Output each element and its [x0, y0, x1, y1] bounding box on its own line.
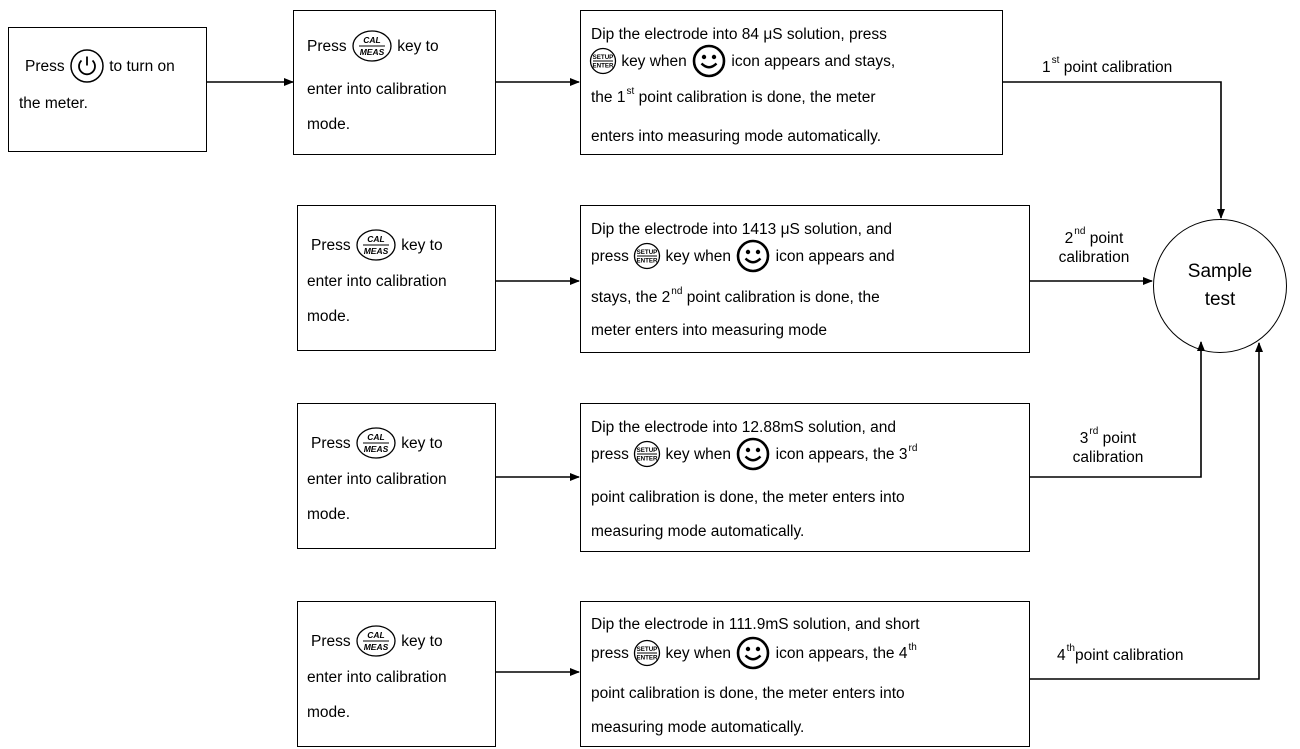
step4-icon-appears-text: icon appears, the 4th	[775, 642, 917, 663]
step2-box: Dip the electrode into 1413 μS solution,…	[580, 205, 1030, 353]
svg-text:CAL: CAL	[363, 35, 380, 45]
cal-press-text: Press	[311, 633, 351, 651]
cal-meas-key-icon: CAL MEAS	[355, 229, 397, 261]
arrow-step1-to-result	[1002, 81, 1225, 219]
setup-enter-key-icon: SETUP ENTER	[589, 48, 617, 75]
svg-text:SETUP: SETUP	[637, 249, 658, 256]
step3-line4: measuring mode automatically.	[591, 523, 805, 540]
cal-mode-box-3: Press CAL MEAS key to enter into calibra…	[297, 403, 496, 549]
step2-done-text: point calibration is done, the	[686, 289, 880, 306]
step1-key-when-text: key when	[621, 53, 687, 71]
smiley-icon	[735, 239, 771, 273]
sample-test-node: Sample test	[1153, 219, 1287, 353]
cal-key-to-text: key to	[401, 633, 443, 651]
cal-key-to-text: key to	[397, 38, 439, 56]
smiley-icon	[735, 636, 771, 670]
power-on-step-box: Press to turn on the meter.	[8, 27, 207, 152]
step3-key-when-text: key when	[665, 446, 732, 464]
cal-press-text: Press	[311, 237, 351, 255]
step1-done-text: point calibration is done, the meter	[638, 89, 876, 106]
cal-enter-text: enter into calibration	[307, 81, 447, 98]
step4-calibration-label: 4thpoint calibration	[1057, 643, 1184, 664]
step4-line4: measuring mode automatically.	[591, 719, 805, 736]
cal-meas-key-icon: CAL MEAS	[351, 30, 393, 62]
step4-line3: point calibration is done, the meter ent…	[591, 685, 905, 702]
svg-text:ENTER: ENTER	[637, 456, 659, 463]
cal-meas-key-icon: CAL MEAS	[355, 427, 397, 459]
step1-calibration-label: 1st point calibration	[1042, 55, 1173, 76]
smiley-icon	[691, 44, 727, 78]
step3-calibration-label: 3rd point calibration	[1072, 426, 1144, 467]
cal-key-to-text: key to	[401, 237, 443, 255]
step2-calibration-label: 2nd point calibration	[1058, 226, 1130, 267]
power-on-meter-text: the meter.	[19, 95, 88, 112]
step3-line3: point calibration is done, the meter ent…	[591, 489, 905, 506]
cal-mode-box-4: Press CAL MEAS key to enter into calibra…	[297, 601, 496, 747]
step2-press-text: press	[591, 248, 629, 266]
step4-key-when-text: key when	[665, 645, 732, 663]
power-on-turn-text: to turn on	[109, 58, 175, 76]
step2-key-when-text: key when	[665, 248, 732, 266]
cal-mode-text: mode.	[307, 506, 351, 523]
step3-icon-appears-text: icon appears, the 3rd	[775, 443, 918, 464]
step3-line1: Dip the electrode into 12.88mS solution,…	[591, 419, 897, 436]
cal-enter-text: enter into calibration	[307, 273, 447, 290]
step3-press-text: press	[591, 446, 629, 464]
step3-box: Dip the electrode into 12.88mS solution,…	[580, 403, 1030, 552]
power-on-press-text: Press	[25, 58, 65, 76]
sample-test-line2: test	[1204, 289, 1236, 310]
step1-icon-appears-text: icon appears and stays,	[731, 53, 896, 71]
cal-mode-box-1: Press CAL MEAS key to enter into calibra…	[293, 10, 496, 155]
power-button-icon	[69, 49, 105, 83]
step4-box: Dip the electrode in 111.9mS solution, a…	[580, 601, 1030, 747]
svg-text:SETUP: SETUP	[637, 447, 658, 454]
svg-text:CAL: CAL	[367, 630, 384, 640]
svg-text:MEAS: MEAS	[360, 47, 385, 57]
smiley-icon	[735, 437, 771, 471]
svg-text:CAL: CAL	[367, 234, 384, 244]
step1-line4: enters into measuring mode automatically…	[591, 128, 882, 145]
step4-press-text: press	[591, 645, 629, 663]
step2-stays-text: stays, the 2nd	[591, 286, 683, 306]
step2-icon-appears-text: icon appears and	[775, 248, 895, 266]
setup-enter-key-icon: SETUP ENTER	[633, 441, 661, 468]
step1-the-text: the 1st	[591, 86, 635, 106]
svg-text:MEAS: MEAS	[364, 642, 389, 652]
cal-mode-box-2: Press CAL MEAS key to enter into calibra…	[297, 205, 496, 351]
svg-text:MEAS: MEAS	[364, 444, 389, 454]
step1-line1: Dip the electrode into 84 μS solution, p…	[591, 26, 887, 43]
step4-line1: Dip the electrode in 111.9mS solution, a…	[591, 616, 920, 633]
svg-text:SETUP: SETUP	[593, 54, 614, 61]
step1-box: Dip the electrode into 84 μS solution, p…	[580, 10, 1003, 155]
cal-press-text: Press	[307, 38, 347, 56]
cal-enter-text: enter into calibration	[307, 669, 447, 686]
svg-text:MEAS: MEAS	[364, 246, 389, 256]
svg-text:SETUP: SETUP	[637, 646, 658, 653]
step2-line1: Dip the electrode into 1413 μS solution,…	[591, 221, 893, 238]
cal-mode-text: mode.	[307, 116, 351, 133]
cal-enter-text: enter into calibration	[307, 471, 447, 488]
cal-mode-text: mode.	[307, 704, 351, 721]
svg-text:ENTER: ENTER	[637, 258, 659, 265]
setup-enter-key-icon: SETUP ENTER	[633, 243, 661, 270]
arrow-step4-to-result	[1029, 342, 1263, 680]
sample-test-line1: Sample	[1187, 261, 1253, 283]
cal-meas-key-icon: CAL MEAS	[355, 625, 397, 657]
cal-key-to-text: key to	[401, 435, 443, 453]
cal-press-text: Press	[311, 435, 351, 453]
svg-text:CAL: CAL	[367, 432, 384, 442]
svg-text:ENTER: ENTER	[593, 63, 615, 70]
arrow-step3-to-result	[1029, 341, 1205, 478]
setup-enter-key-icon: SETUP ENTER	[633, 640, 661, 667]
step2-line4: meter enters into measuring mode	[591, 322, 828, 339]
cal-mode-text: mode.	[307, 308, 351, 325]
svg-text:ENTER: ENTER	[637, 655, 659, 662]
